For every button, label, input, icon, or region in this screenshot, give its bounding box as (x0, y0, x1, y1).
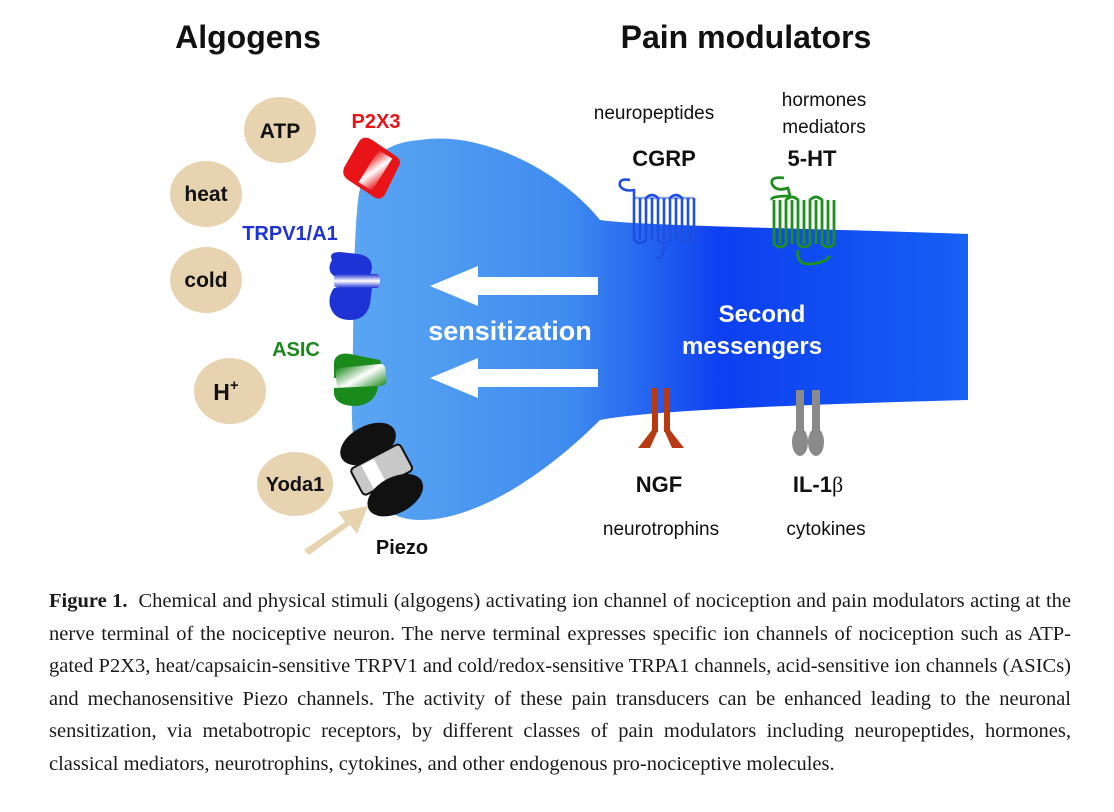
asic-label: ASIC (272, 339, 320, 361)
nerve-terminal (351, 138, 968, 520)
algogen-cold: cold (170, 247, 242, 313)
il1-receptor-icon (792, 390, 824, 456)
sensitization-arrow-upper (430, 266, 598, 306)
figure-caption: Figure 1. Chemical and physical stimuli … (49, 585, 1071, 781)
algogen-atp: ATP (244, 97, 316, 163)
trpv1-a1-label: TRPV1/A1 (242, 223, 338, 245)
asic-channel-icon (334, 353, 387, 406)
hormones-label: hormones (782, 90, 867, 111)
piezo-label: Piezo (376, 537, 428, 559)
svg-text:H+: H+ (213, 377, 239, 405)
second-messengers-line1: Second (719, 301, 806, 328)
svg-text:cold: cold (184, 269, 227, 292)
p2x3-channel-icon (343, 137, 401, 199)
pain-modulators-heading: Pain modulators (621, 19, 872, 55)
mechanical-force-arrow (304, 506, 368, 555)
nociception-diagram: Algogens Pain modulators ATP heat cold H… (170, 19, 968, 559)
piezo-channel-icon (340, 422, 424, 517)
ngf-label: NGF (636, 472, 682, 497)
cgrp-receptor-icon (618, 178, 696, 260)
ngf-receptor-icon (638, 388, 684, 448)
trpv1-channel-icon (329, 252, 380, 320)
neurotrophins-label: neurotrophins (603, 519, 719, 540)
sensitization-arrow-lower (430, 358, 598, 398)
svg-text:heat: heat (184, 183, 227, 206)
svg-text:Yoda1: Yoda1 (266, 474, 325, 496)
p2x3-label: P2X3 (352, 111, 401, 133)
algogen-heat: heat (170, 161, 242, 227)
il1beta-label: IL-1β (793, 472, 843, 497)
caption-label: Figure 1. (49, 590, 128, 612)
cgrp-label: CGRP (632, 146, 696, 171)
5ht-label: 5-HT (788, 146, 837, 171)
algogen-yoda1: Yoda1 (257, 452, 333, 516)
cytokines-label: cytokines (786, 519, 865, 540)
svg-text:ATP: ATP (260, 120, 300, 143)
algogen-proton: H+ (194, 358, 266, 424)
mediators-label: mediators (782, 117, 865, 138)
second-messengers-line2: messengers (682, 333, 822, 360)
5ht-receptor-icon (770, 176, 836, 266)
algogens-heading: Algogens (175, 19, 321, 55)
caption-text: Chemical and physical stimuli (algogens)… (49, 590, 1071, 775)
neuropeptides-label: neuropeptides (594, 103, 714, 124)
sensitization-label: sensitization (428, 316, 592, 346)
